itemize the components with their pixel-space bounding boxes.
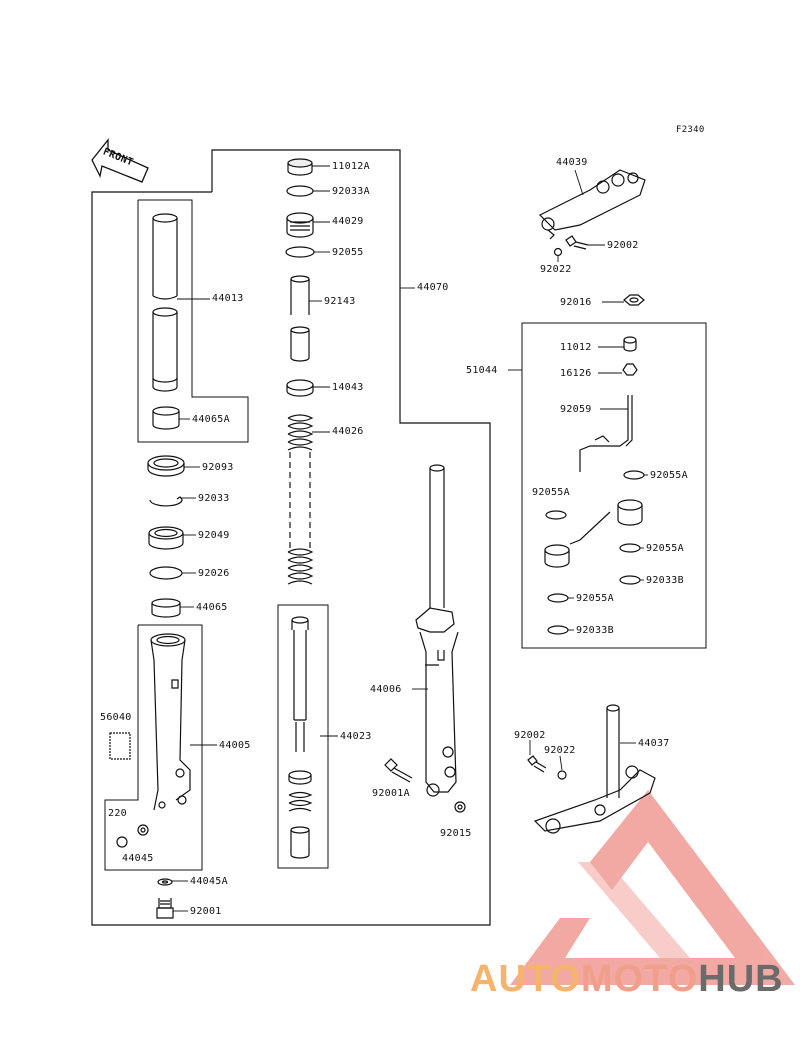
dust-seal-92093 [147,455,185,477]
part-92022-lower[interactable]: 92022 [544,745,576,756]
oring-92055 [285,246,315,258]
part-92033B-1[interactable]: 92033B [646,575,684,586]
outer-tube-box [104,624,203,871]
plug-44029 [286,212,314,238]
part-92002-lower[interactable]: 92002 [514,730,546,741]
watermark-text: AUTOMOTOHUB [470,958,784,1001]
part-51044[interactable]: 51044 [466,365,498,376]
inner-tube-box [137,199,249,443]
part-11012A[interactable]: 11012A [332,161,370,172]
watermark-auto: AUTO [470,958,581,1000]
part-44013[interactable]: 44013 [212,293,244,304]
part-92033B-2[interactable]: 92033B [576,625,614,636]
outer-tube-44005 [150,633,191,811]
part-92143[interactable]: 92143 [324,296,356,307]
watermark-logo [510,790,795,985]
part-44045[interactable]: 44045 [122,853,154,864]
part-92001[interactable]: 92001 [190,906,222,917]
upper-bracket-44039 [538,169,646,240]
part-92033[interactable]: 92033 [198,493,230,504]
washer-44045A [157,878,173,886]
ring-92033A [286,185,314,197]
ring-92033B-2 [547,625,569,635]
part-11012[interactable]: 11012 [560,342,592,353]
part-92049[interactable]: 92049 [198,530,230,541]
part-92055[interactable]: 92055 [332,247,364,258]
caliper-pistons [544,499,643,568]
brake-line-box [521,322,707,649]
part-44039[interactable]: 44039 [556,157,588,168]
bolt-220 [116,836,128,848]
washer-92026 [149,566,183,580]
seat-14043 [286,379,314,397]
spacer-92143 [290,275,310,362]
cap-11012 [623,336,637,352]
part-14043[interactable]: 14043 [332,382,364,393]
oring-92055A-2 [545,510,567,520]
part-44005[interactable]: 44005 [219,740,251,751]
part-92033A[interactable]: 92033A [332,186,370,197]
part-92022-upper[interactable]: 92022 [540,264,572,275]
part-92016[interactable]: 92016 [560,297,592,308]
part-92055A-2[interactable]: 92055A [532,487,570,498]
spring-44026 [287,414,314,585]
part-44023[interactable]: 44023 [340,731,372,742]
cap-11012A [287,158,313,176]
part-92015[interactable]: 92015 [440,828,472,839]
nut-92016 [623,294,645,306]
bolt-92002-upper [565,235,589,250]
fitting-16126 [622,363,638,376]
bushing-44065A [152,406,180,430]
part-44070[interactable]: 44070 [417,282,449,293]
bushing-44065 [151,598,181,618]
washer-92022-lower [557,770,567,780]
watermark-hub: HUB [698,958,784,1000]
washer-92022-upper [553,247,563,257]
fork-leg-44006 [415,464,459,797]
part-44045A[interactable]: 44045A [190,876,228,887]
bolt-92001 [156,898,174,919]
figure-id: F2340 [676,125,705,135]
fork-assembly-outline [91,149,491,926]
part-92001A[interactable]: 92001A [372,788,410,799]
watermark-moto: MOTO [580,958,699,1000]
part-44029[interactable]: 44029 [332,216,364,227]
part-56040[interactable]: 56040 [100,712,132,723]
inner-tube-44013 [152,213,178,392]
damper-rod-44023 [288,616,313,859]
part-220[interactable]: 220 [108,808,127,819]
part-92055A-1[interactable]: 92055A [650,470,688,481]
ring-92033B-1 [619,575,641,585]
part-92026[interactable]: 92026 [198,568,230,579]
part-16126[interactable]: 16126 [560,368,592,379]
part-44037[interactable]: 44037 [638,738,670,749]
brake-hose-92059 [579,395,633,472]
part-44006[interactable]: 44006 [370,684,402,695]
part-92055A-4[interactable]: 92055A [576,593,614,604]
part-92093[interactable]: 92093 [202,462,234,473]
part-92002-upper[interactable]: 92002 [607,240,639,251]
circlip-92033 [149,496,183,507]
nut-92015 [454,801,466,813]
steering-stem-44037 [533,704,656,834]
oring-92055A-1 [623,470,645,480]
part-44065[interactable]: 44065 [196,602,228,613]
oring-92055A-4 [547,593,569,603]
part-92055A-3[interactable]: 92055A [646,543,684,554]
part-44065A[interactable]: 44065A [192,414,230,425]
part-92059[interactable]: 92059 [560,404,592,415]
oring-92055A-3 [619,543,641,553]
part-44026[interactable]: 44026 [332,426,364,437]
bolt-92001A [384,758,413,783]
bolt-92002-lower [527,755,547,773]
washer-44045 [137,824,149,836]
oil-seal-92049 [148,526,184,550]
front-arrow-icon [91,138,149,183]
label-56040 [109,732,131,760]
damper-box [277,604,329,869]
leader-lines [172,165,648,912]
